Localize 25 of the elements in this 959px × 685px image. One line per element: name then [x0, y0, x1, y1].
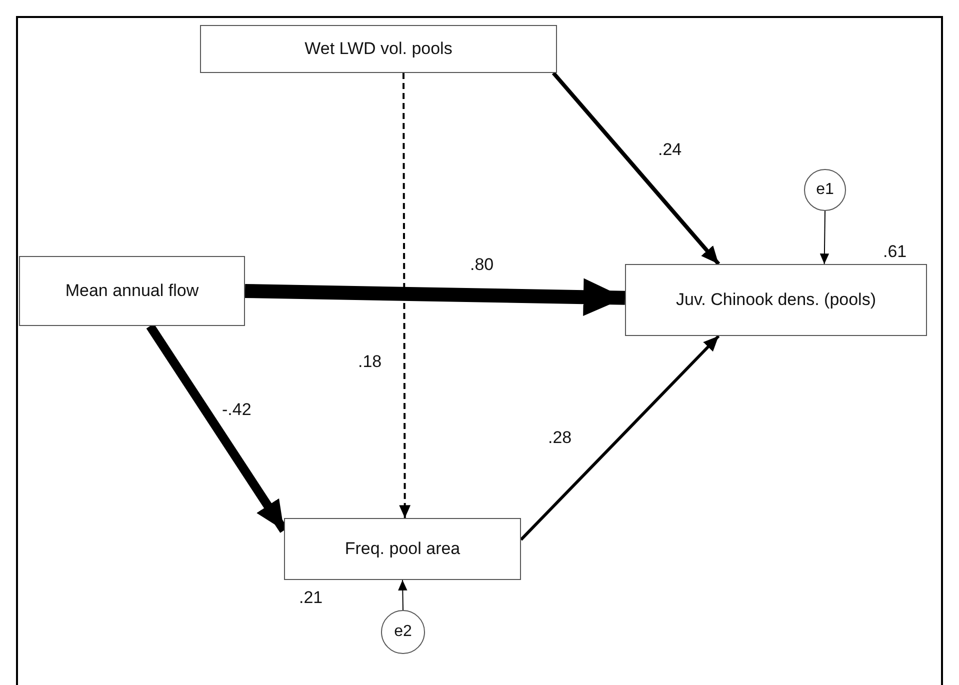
node-label: Wet LWD vol. pools — [304, 39, 452, 59]
variable-box — [200, 25, 557, 73]
arrow — [399, 73, 411, 518]
error-circle — [381, 610, 425, 654]
node-label: e1 — [816, 181, 834, 199]
node-label: e2 — [394, 623, 412, 641]
variable-box — [19, 256, 245, 326]
edge-label: .28 — [548, 428, 572, 448]
edge-label: .80 — [470, 255, 494, 275]
arrow — [398, 580, 408, 610]
arrow — [552, 72, 720, 266]
edge-label: .24 — [658, 140, 682, 160]
arrow — [520, 334, 720, 541]
node-label: Juv. Chinook dens. (pools) — [676, 290, 876, 310]
edge-label: .18 — [358, 352, 382, 372]
arrow — [820, 210, 830, 264]
node-label: Freq. pool area — [344, 539, 460, 559]
variable-box — [284, 518, 521, 580]
node-label: Mean annual flow — [65, 281, 199, 301]
r-squared-label: .61 — [883, 242, 907, 262]
error-circle — [804, 169, 846, 211]
r-squared-label: .21 — [299, 588, 323, 608]
variable-box — [625, 264, 927, 336]
arrow — [244, 278, 626, 316]
edge-label: -.42 — [222, 400, 252, 420]
